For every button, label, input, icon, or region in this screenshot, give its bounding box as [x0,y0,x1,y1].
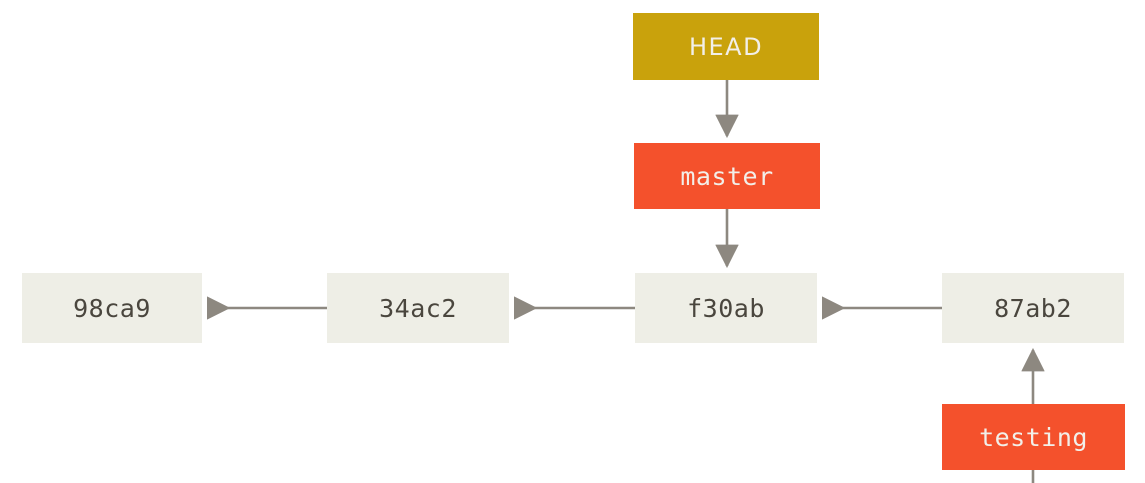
node-head-label: HEAD [688,32,764,61]
node-master[interactable]: master [634,143,820,209]
node-testing-label: testing [979,422,1088,452]
node-commit-87ab2-label: 87ab2 [994,293,1072,323]
node-head[interactable]: HEAD [633,13,819,80]
node-commit-f30ab[interactable]: f30ab [635,273,817,343]
node-master-label: master [680,161,774,191]
node-commit-98ca9[interactable]: 98ca9 [22,273,202,343]
node-commit-87ab2[interactable]: 87ab2 [942,273,1124,343]
node-commit-f30ab-label: f30ab [687,293,765,323]
node-commit-34ac2[interactable]: 34ac2 [327,273,509,343]
node-commit-34ac2-label: 34ac2 [379,293,457,323]
node-testing[interactable]: testing [942,404,1125,470]
node-commit-98ca9-label: 98ca9 [73,293,151,323]
